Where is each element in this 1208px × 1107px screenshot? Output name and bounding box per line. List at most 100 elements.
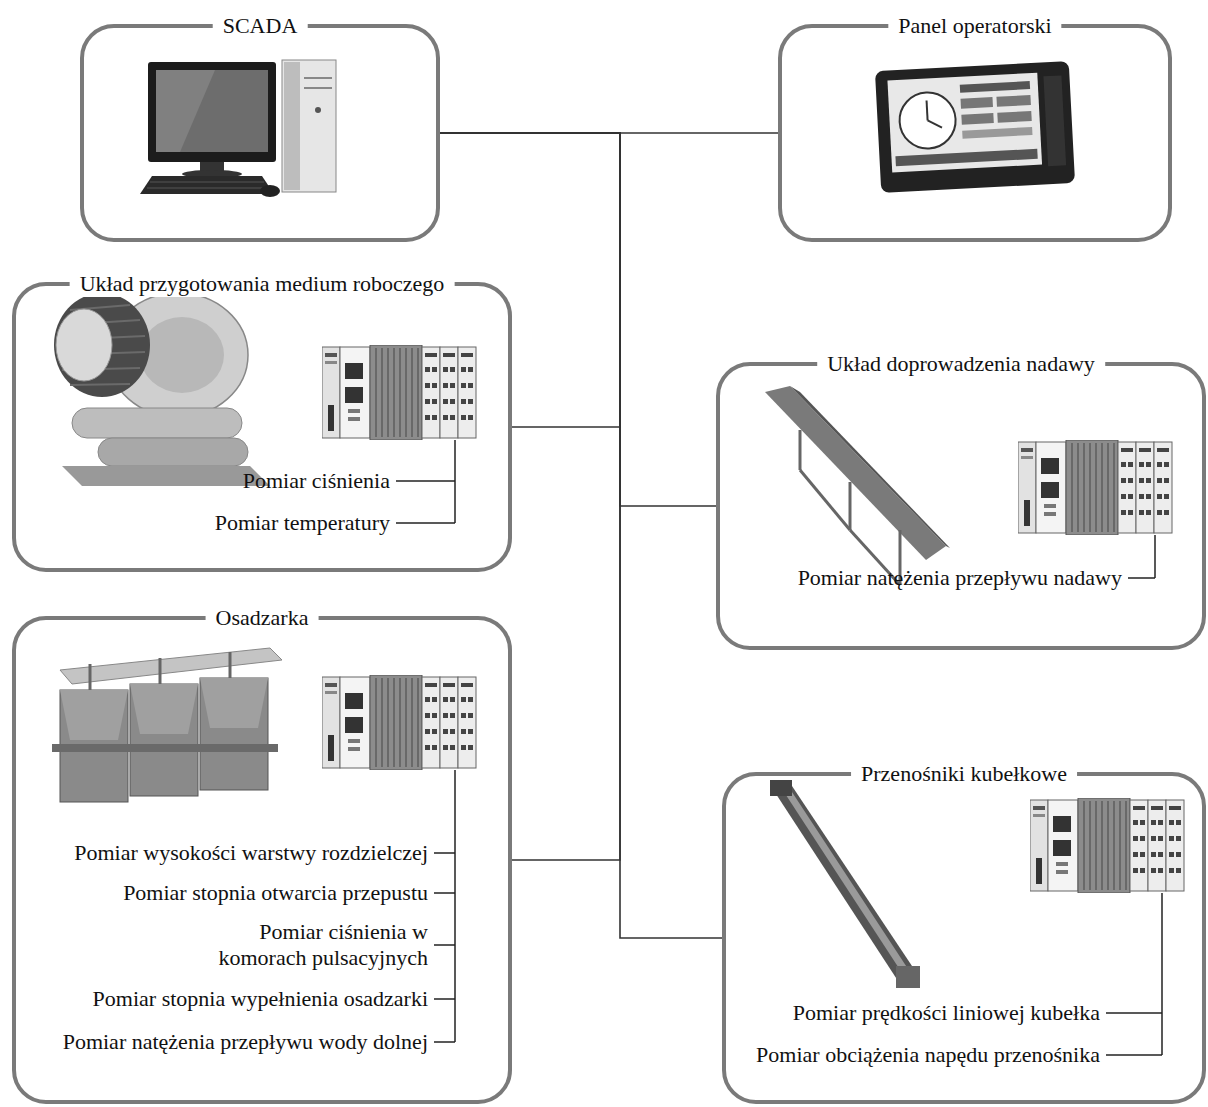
sensor-leader-lines (454, 770, 456, 1042)
sensor-leader-lines (396, 480, 455, 482)
measurement-label: Pomiar natężenia przepływu nadawy (798, 565, 1122, 591)
system-box: Układ doprowadzenia nadawyPomiar natężen… (716, 362, 1206, 650)
computer-illustration (315, 107, 321, 113)
sensor-leader-lines (1106, 1054, 1162, 1056)
sensor-leader-lines (434, 892, 455, 894)
jig-illustration (130, 684, 198, 734)
computer-illustration (284, 62, 300, 190)
system-box: SCADA (80, 24, 440, 242)
blower-illustration (98, 438, 248, 466)
system-box: Panel operatorski (778, 24, 1172, 242)
plc-module (1018, 440, 1172, 535)
computer-illustration (140, 60, 336, 197)
computer-illustration (304, 77, 332, 79)
box-title: SCADA (213, 13, 308, 39)
system-box: Układ przygotowania medium roboczegoPomi… (12, 282, 512, 572)
bucket-conveyor-illustration (896, 966, 920, 988)
hmi-panel-illustration (961, 97, 993, 109)
belt-conveyor-illustration (849, 482, 852, 530)
hmi-panel-illustration (898, 91, 957, 150)
measurement-label: Pomiar ciśnienia w komorach pulsacyjnych (198, 919, 428, 971)
jig-illustration (52, 744, 278, 752)
sensor-leader-lines (396, 522, 455, 524)
sensor-leader-lines (434, 1041, 455, 1043)
jig-illustration (200, 678, 268, 728)
plc-module (322, 345, 476, 440)
computer-illustration (260, 185, 280, 197)
jig-illustration (159, 658, 162, 684)
bucket-conveyor-illustration (776, 786, 916, 984)
sensor-leader-lines (1154, 535, 1156, 578)
hmi-panel-illustration (875, 61, 1075, 193)
system-box: Przenośniki kubełkowePomiar prędkości li… (722, 772, 1206, 1104)
network-connector (440, 133, 620, 427)
measurement-label: Pomiar natężenia przepływu wody dolnej (63, 1029, 428, 1055)
sensor-leader-lines (1161, 893, 1163, 1055)
measurement-label: Pomiar wysokości warstwy rozdzielczej (74, 840, 428, 866)
blower-illustration (62, 466, 270, 486)
blower-illustration (54, 293, 150, 397)
belt-conveyor-illustration (800, 430, 900, 585)
plc-module (322, 675, 476, 770)
bucket-conveyor-illustration (784, 789, 910, 976)
blower-illustration (72, 408, 242, 438)
hmi-panel-illustration (927, 100, 928, 120)
measurement-label: Pomiar temperatury (215, 510, 390, 536)
measurement-label: Pomiar prędkości liniowej kubełka (793, 1000, 1100, 1026)
computer-illustration (156, 70, 268, 152)
box-title: Układ przygotowania medium roboczego (70, 271, 455, 297)
blower-illustration (54, 293, 270, 486)
belt-conveyor-illustration (799, 430, 802, 470)
jig-illustration (52, 648, 282, 802)
sensor-leader-lines (434, 852, 455, 854)
bucket-conveyor-illustration (770, 780, 792, 796)
hmi-panel-illustration (997, 111, 1031, 123)
computer-illustration (148, 62, 276, 162)
network-connector (440, 133, 716, 506)
sensor-leader-lines (1128, 577, 1155, 579)
computer-illustration (156, 70, 215, 152)
computer-illustration (147, 188, 268, 189)
network-connector (440, 133, 722, 938)
jig-illustration (200, 678, 268, 790)
blower-illustration (56, 309, 112, 381)
measurement-label: Pomiar stopnia wypełnienia osadzarki (93, 986, 428, 1012)
system-box: OsadzarkaPomiar wysokości warstwy rozdzi… (12, 616, 512, 1104)
blower-illustration (140, 317, 224, 393)
jig-illustration (130, 684, 198, 796)
hmi-panel-illustration (1043, 75, 1066, 166)
blower-illustration (70, 384, 130, 385)
jig-illustration (60, 690, 128, 740)
box-title: Osadzarka (206, 605, 319, 631)
belt-conveyor-illustration (800, 470, 850, 530)
hmi-panel-illustration (887, 73, 1042, 173)
jig-illustration (229, 652, 232, 678)
computer-illustration (140, 176, 274, 194)
jig-illustration (89, 664, 92, 690)
hmi-panel-illustration (875, 61, 1075, 193)
sensor-leader-lines (1106, 1012, 1162, 1014)
hmi-panel-illustration (961, 113, 993, 125)
hmi-panel-illustration (996, 95, 1030, 107)
box-title: Przenośniki kubełkowe (851, 761, 1077, 787)
bucket-conveyor-illustration (770, 780, 920, 988)
belt-conveyor-illustration (765, 386, 950, 585)
sensor-leader-lines (454, 440, 456, 523)
hmi-panel-illustration (928, 120, 942, 129)
computer-illustration (282, 60, 336, 192)
hmi-panel-illustration (962, 127, 1032, 139)
measurement-label: Pomiar obciążenia napędu przenośnika (756, 1042, 1100, 1068)
measurement-label: Pomiar ciśnienia (243, 468, 390, 494)
network-connector (440, 133, 620, 860)
hmi-panel-illustration (960, 81, 1030, 93)
box-title: Panel operatorski (888, 13, 1061, 39)
computer-illustration (304, 87, 332, 89)
plc-module (1030, 798, 1184, 893)
sensor-leader-lines (434, 944, 455, 946)
measurement-label: Pomiar stopnia otwarcia przepustu (123, 880, 428, 906)
hmi-panel-illustration (895, 149, 1037, 166)
belt-conveyor-illustration (790, 386, 950, 548)
